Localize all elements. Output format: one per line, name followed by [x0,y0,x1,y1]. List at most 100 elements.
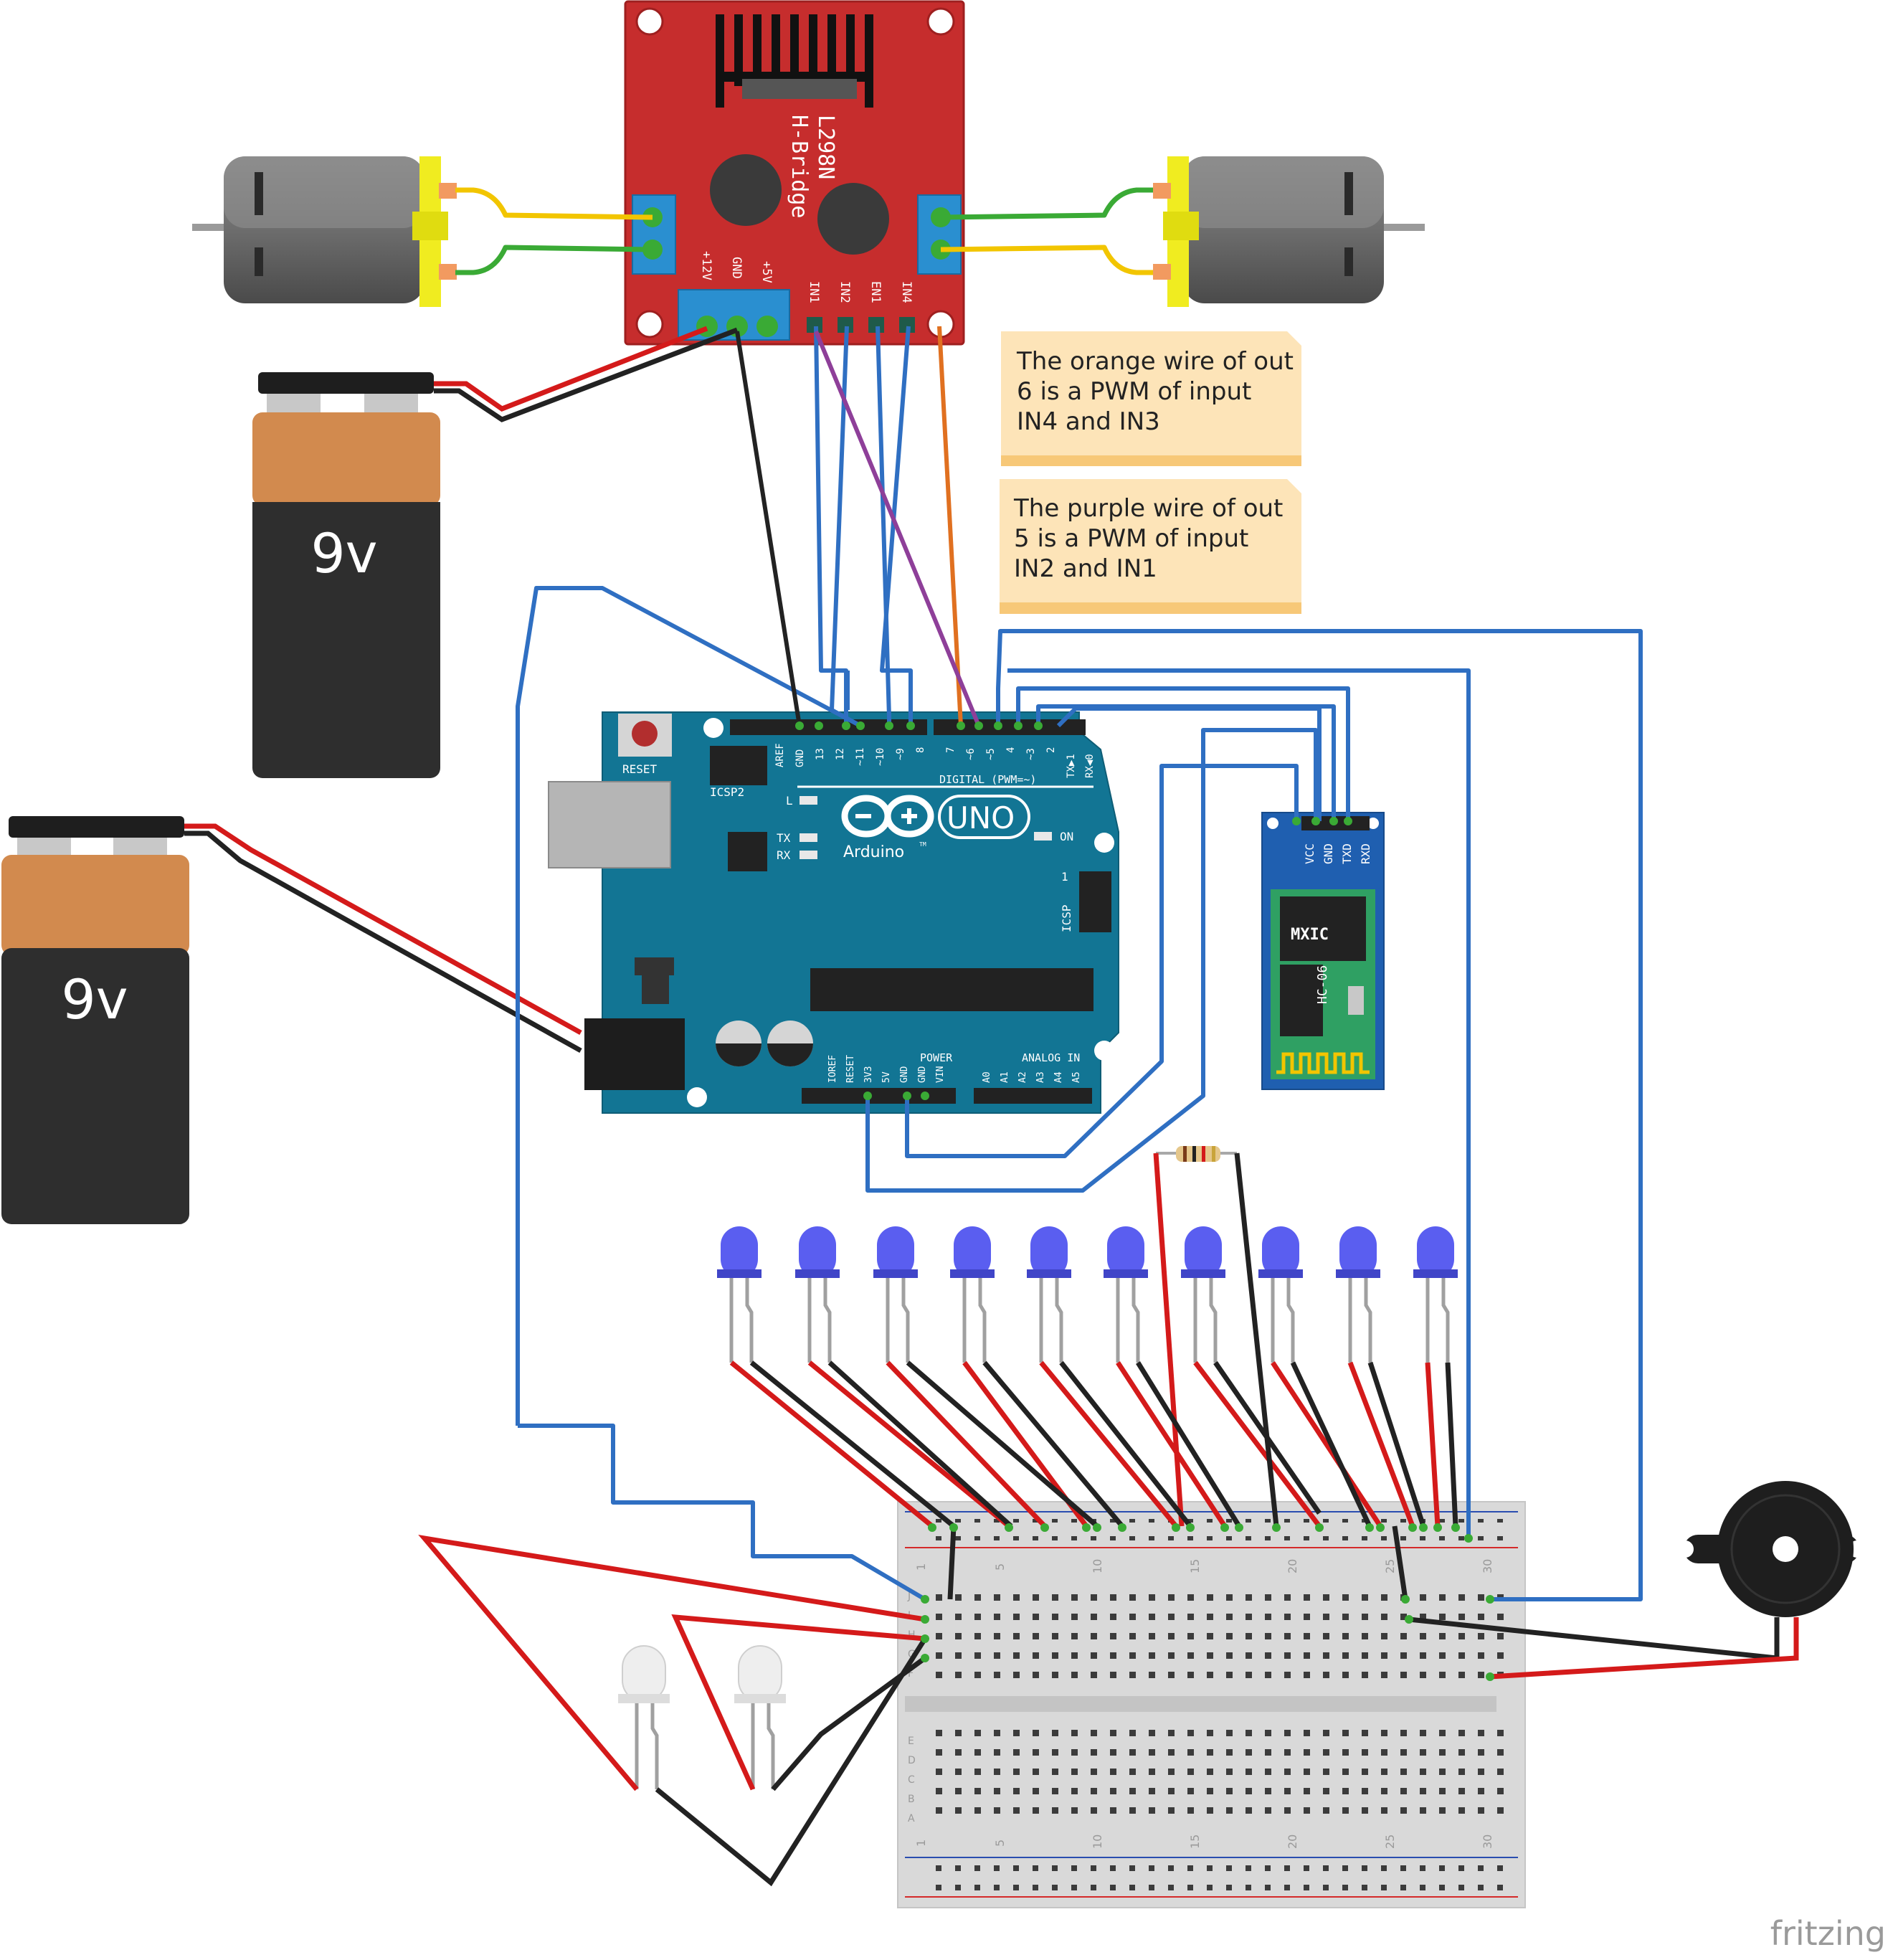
note-orange-text: The orange wire of out 6 is a PWM of inp… [1016,347,1294,436]
breadboard[interactable] [897,1501,1526,1908]
power-pin-reset: RESET [845,1055,856,1083]
row-letter-d: D [908,1755,916,1766]
l298n-h-bridge[interactable] [624,0,965,346]
analog-pin-a4: A4 [1053,1071,1064,1083]
aref-label: AREF [774,743,786,767]
digital-pin-tx1: TX▶1 [1066,754,1077,778]
breadboard-connections [795,721,1494,1681]
icsp2-label: ICSP2 [710,785,744,799]
analog-pin-a0: A0 [982,1071,992,1083]
pin-label-in1: IN1 [807,281,821,303]
blue-leds[interactable] [717,1226,1458,1278]
white-led-1 [618,1645,670,1789]
analog-pin-a5: A5 [1071,1071,1082,1083]
blue-led-6 [1104,1226,1148,1278]
analog-label: ANALOG IN [1022,1051,1080,1064]
pwm-wires [735,326,981,727]
breadboard-column-numbers: 1 5 10 15 20 25 30 1 5 10 15 20 25 30 [914,1559,1494,1849]
digital-pin-13: 13 [815,748,826,760]
pin-label-en: EN1 [868,281,883,303]
piezo-buzzer[interactable] [1676,1481,1866,1617]
digital-pin-9: ~9 [895,748,906,760]
analog-pin-a1: A1 [1000,1071,1010,1083]
power-pin-gnd-1: GND [899,1066,910,1083]
white-led-2 [734,1645,786,1789]
tx-label: TX [777,831,791,845]
blue-led-10 [1413,1226,1458,1278]
analog-pin-a2: A2 [1017,1071,1028,1083]
blue-led-7 [1181,1226,1225,1278]
digital-pin-10: ~10 [875,748,886,766]
battery-wires [184,326,739,1054]
battery-label-left: 9v [61,967,128,1031]
col-num-bottom-5: 5 [993,1840,1007,1847]
led-l-label: L [786,794,793,808]
col-num-top-1: 1 [914,1563,928,1571]
row-letter-c: C [908,1774,915,1786]
bt-pin-txd: TXD [1340,843,1354,864]
bt-pin-gnd: GND [1322,843,1335,864]
note-2-line-2: 5 is a PWM of input [1014,524,1248,553]
col-num-bottom-10: 10 [1091,1834,1104,1849]
icsp-pin-1-label: 1 [1061,870,1068,884]
blue-led-2 [795,1226,840,1278]
blue-led-3 [873,1226,918,1278]
arduino-uno-board[interactable] [548,711,1119,1114]
note-2-line-1: The purple wire of out [1013,494,1283,523]
led-red-wires [729,1152,1441,1528]
dc-motor-left[interactable] [192,156,457,307]
pin-label-5v: +5V [759,261,774,283]
digital-pin-7: 7 [945,747,957,753]
digital-header-left [730,719,927,735]
pin-label-in2: IN2 [838,281,852,303]
power-pin-vin: VIN [935,1066,946,1083]
reset-label: RESET [622,762,658,776]
col-num-top-30: 30 [1481,1559,1494,1573]
arduino-brand-label: Arduino [843,843,904,861]
pin-label-in4: IN4 [899,281,914,303]
rx-label: RX [777,848,791,862]
note-1-line-2: 6 is a PWM of input [1017,377,1251,406]
bluetooth-module-hc06[interactable] [1261,812,1385,1090]
col-num-top-5: 5 [993,1563,1007,1571]
hbridge-title-hbridge: H-Bridge [787,115,812,219]
battery-9v-top[interactable] [252,372,440,778]
col-num-top-15: 15 [1188,1559,1202,1573]
power-pin-5v: 5V [881,1071,892,1083]
capacitor-2 [817,183,889,255]
digital-label: DIGITAL (PWM=~) [939,773,1036,786]
blue-led-9 [1336,1226,1380,1278]
power-header [802,1088,956,1104]
note-1-line-3: IN4 and IN3 [1017,407,1160,436]
digital-pin-11: ~11 [855,748,866,766]
motor-terminal-left [632,194,676,275]
hbridge-title-l298n: L298N [813,115,838,179]
heatsink [716,14,873,108]
note-2-line-3: IN2 and IN1 [1014,554,1157,583]
white-led-wires [418,1535,927,1887]
l298n-labels: L298N H-Bridge +12V GND +5V IN1 IN2 EN1 … [699,115,914,303]
col-num-bottom-30: 30 [1481,1834,1494,1849]
motor-terminal-right [917,194,962,275]
row-letter-e: E [908,1736,914,1747]
blue-led-4 [950,1226,995,1278]
power-pin-ioref: IOREF [827,1055,838,1083]
capacitor-1 [710,154,782,226]
led-black-wires [749,1152,1458,1600]
icsp-label: ICSP [1060,904,1073,932]
blue-led-5 [1027,1226,1071,1278]
blue-led-legs [729,1278,1450,1363]
bt-pin-rxd: RXD [1359,843,1372,864]
analog-header [974,1088,1092,1104]
bluetooth-labels: VCC GND TXD RXD MXIC HC-06 [1291,843,1372,1004]
row-letter-f: F [908,1668,914,1680]
arduino-tm-label: TM [919,841,926,848]
row-letter-a: A [908,1813,915,1824]
gnd-label: GND [794,749,806,767]
note-purple-wire [1000,479,1301,614]
battery-9v-left[interactable] [1,816,189,1224]
white-leds[interactable] [618,1645,786,1789]
dc-motor-right[interactable] [1153,156,1425,307]
digital-pin-6: ~6 [965,748,977,760]
resistor[interactable] [1156,1146,1237,1162]
